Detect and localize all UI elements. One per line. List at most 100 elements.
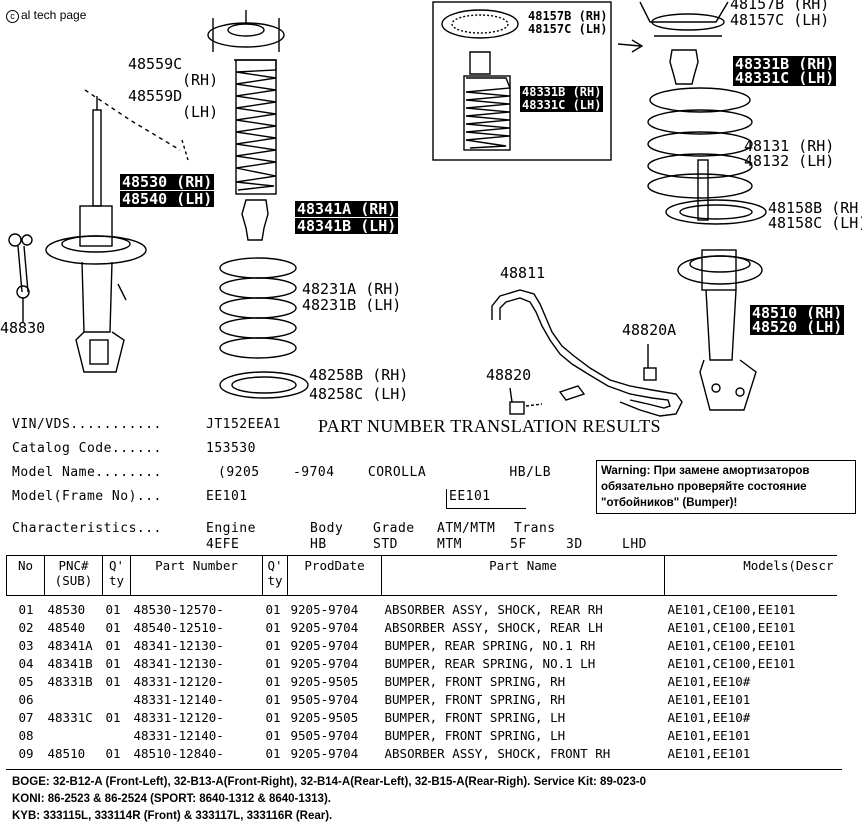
char-head-trans: Trans — [514, 521, 556, 536]
cell-proddate: 9205-9704 — [290, 745, 359, 761]
callout-48820a: 48820A — [622, 321, 677, 339]
callout-48530: 48530 (RH) — [120, 173, 215, 191]
char-val-atm: MTM — [437, 537, 462, 552]
cell-qty1: 01 — [105, 655, 121, 671]
frame-label: Model(Frame No)... — [12, 489, 162, 504]
col-header-qty2: Q' ty — [262, 555, 288, 596]
cell-part-name: BUMPER, REAR SPRING, NO.1 RH — [384, 637, 596, 653]
cell-qty2: 01 — [265, 619, 281, 635]
cell-no: 07 — [18, 709, 34, 725]
vin-label: VIN/VDS........... — [12, 417, 162, 432]
col-header-part-name: Part Name — [381, 555, 665, 596]
callout-48157b: 48157B (RH) — [730, 0, 830, 13]
cell-no: 05 — [18, 673, 34, 689]
cell-no: 01 — [18, 601, 34, 617]
callout-48158c: 48158C (LH) — [768, 214, 862, 232]
cell-no: 09 — [18, 745, 34, 761]
callout-48131: 48131 (RH) — [744, 137, 835, 155]
cell-part-name: BUMPER, FRONT SPRING, LH — [384, 727, 566, 743]
cell-part-name: BUMPER, REAR SPRING, NO.1 LH — [384, 655, 596, 671]
callout-48830: 48830 — [0, 319, 46, 337]
page-title: PART NUMBER TRANSLATION RESULTS — [318, 416, 661, 436]
front-strut-rod — [697, 159, 709, 221]
footer-boge: BOGE: 32-B12-A (Front-Left), 32-B13-A(Fr… — [12, 776, 647, 788]
cell-qty2: 01 — [265, 745, 281, 761]
cell-models: AE101,EE101 — [667, 727, 751, 743]
cell-models: AE101,EE101 — [667, 691, 751, 707]
col-header-qty1: Q' ty — [102, 555, 131, 596]
cell-proddate: 9205-9505 — [290, 673, 359, 689]
cell-models: AE101,CE100,EE101 — [667, 619, 796, 635]
detail-box — [432, 1, 612, 161]
cell-pnc: 48341A — [47, 637, 93, 653]
front-bumper — [669, 49, 699, 85]
cell-part-name: ABSORBER ASSY, SHOCK, FRONT RH — [384, 745, 611, 761]
cell-pnc — [45, 691, 103, 709]
cell-qty2: 01 — [265, 727, 281, 743]
cell-proddate: 9205-9704 — [290, 619, 359, 635]
char-val-trans: 5F — [510, 537, 527, 552]
cell-models: AE101,EE10# — [667, 673, 751, 689]
rear-bumper — [241, 199, 269, 241]
callout-box-48157c: 48157C (LH) — [528, 22, 608, 36]
char-head-engine: Engine — [206, 521, 256, 536]
parts-diagram — [8, 1, 767, 417]
cell-no: 04 — [18, 655, 34, 671]
callout-48158b: 48158B (RH — [768, 199, 859, 217]
cell-qty1: 01 — [105, 745, 121, 761]
cell-pnc — [45, 727, 103, 745]
cell-part-name: BUMPER, FRONT SPRING, RH — [384, 673, 566, 689]
rear-spring-insulator — [219, 371, 309, 399]
copyright-icon: c — [6, 10, 19, 23]
callout-box-48331b: 48331B (RH) — [520, 85, 604, 99]
frame-select[interactable]: EE101 — [446, 489, 526, 509]
callout-48258b: 48258B (RH) — [309, 366, 409, 384]
characteristics-label: Characteristics... — [12, 521, 162, 536]
col-header-proddate: ProdDate — [287, 555, 382, 596]
cell-qty2: 01 — [265, 601, 281, 617]
cell-qty2: 01 — [265, 709, 281, 725]
char-head-body: Body — [310, 521, 344, 536]
char-val-doors: 3D — [566, 537, 583, 552]
cell-qty1: 01 — [105, 619, 121, 635]
callout-48341b: 48341B (LH) — [295, 217, 399, 235]
callout-48132: 48132 (LH) — [744, 152, 835, 170]
cell-models: AE101,EE10# — [667, 709, 751, 725]
char-head-grade: Grade — [373, 521, 415, 536]
callout-48341a: 48341A (RH) — [295, 200, 399, 218]
rear-strut-body — [79, 205, 113, 247]
cell-pnc: 48331B — [47, 673, 93, 689]
char-val-drive: LHD — [622, 537, 647, 552]
warning-box: Warning: При замене амортизаторов обязат… — [596, 460, 856, 514]
callout-48559c-side: (RH) — [182, 71, 219, 89]
cell-part-number: 48331-12120- — [133, 673, 224, 689]
stabilizer-bar — [491, 289, 683, 417]
cell-proddate: 9205-9505 — [290, 709, 359, 725]
cell-qty1: 01 — [105, 601, 121, 617]
callout-48331c: 48331C (LH) — [733, 69, 837, 87]
cell-pnc: 48341B — [47, 655, 93, 671]
callout-48520: 48520 (LH) — [750, 318, 845, 336]
callout-48231a: 48231A (RH) — [302, 280, 402, 298]
cell-part-name: ABSORBER ASSY, SHOCK, REAR LH — [384, 619, 603, 635]
footer-kyb: KYB: 333115L, 333114R (Front) & 333117L,… — [12, 810, 333, 822]
cell-no: 06 — [18, 691, 34, 707]
cell-part-name: ABSORBER ASSY, SHOCK, REAR RH — [384, 601, 603, 617]
cell-qty1: 01 — [105, 709, 121, 725]
cell-proddate: 9205-9704 — [290, 637, 359, 653]
footer-notes: BOGE: 32-B12-A (Front-Left), 32-B13-A(Fr… — [12, 774, 646, 825]
cell-part-name: BUMPER, FRONT SPRING, LH — [384, 709, 566, 725]
front-coil-spring — [647, 87, 753, 199]
rear-strut-rod — [92, 109, 102, 207]
model-label: Model Name........ — [12, 465, 162, 480]
